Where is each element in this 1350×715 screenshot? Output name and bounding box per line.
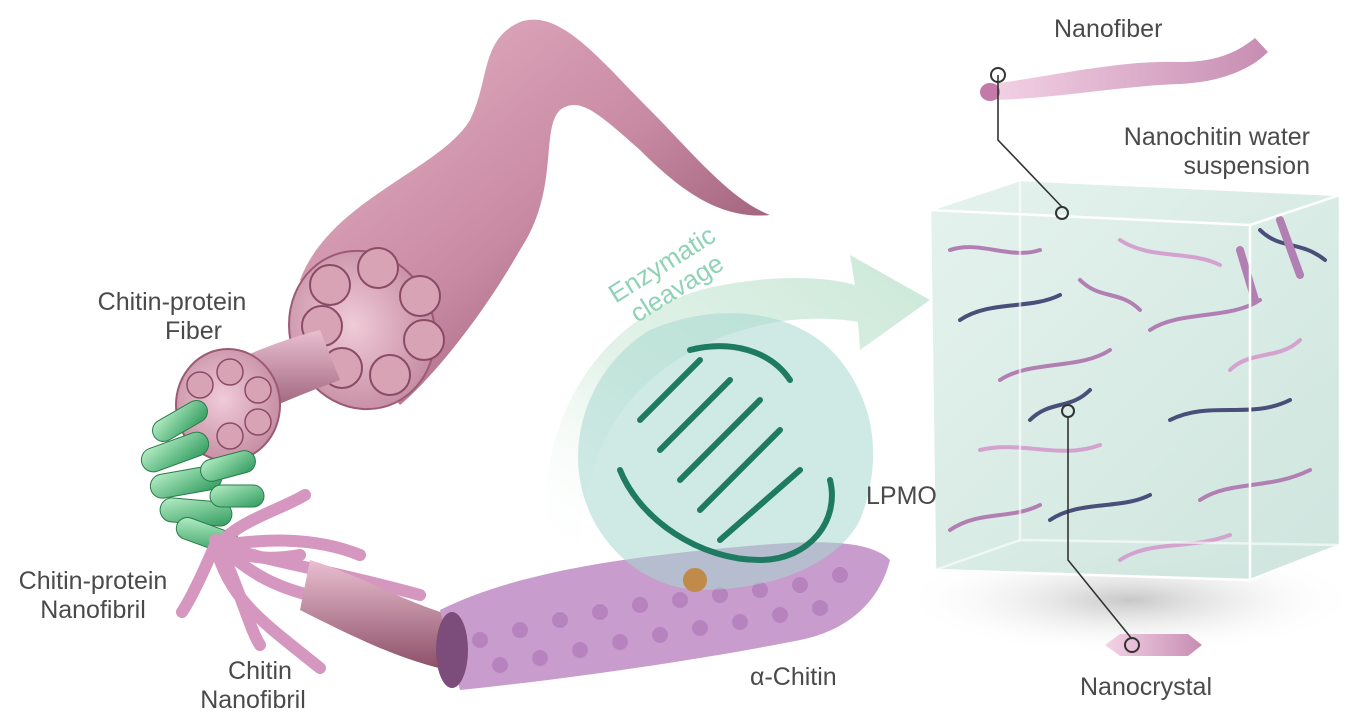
label-lpmo: LPMO — [866, 482, 937, 511]
chitin-protein-fiber — [175, 19, 770, 462]
label-chitin-protein-fiber: Chitin-protein Fiber — [82, 288, 262, 346]
leader-lines — [997, 75, 1133, 640]
label-chitin-nanofibril-line2: Nanofibril — [200, 686, 306, 714]
label-nanocrystal-text: Nanocrystal — [1080, 673, 1212, 701]
label-chitin-protein-nanofibril-line2: Nanofibril — [40, 596, 146, 624]
label-nanofiber-text: Nanofiber — [1054, 15, 1163, 43]
label-nanofiber: Nanofiber — [1054, 15, 1162, 44]
label-chitin-protein-fiber-line2: Fiber — [165, 317, 222, 345]
label-nanocrystal: Nanocrystal — [1080, 673, 1212, 702]
label-lpmo-text: LPMO — [866, 482, 937, 510]
enzymatic-cleavage-arrow — [545, 255, 930, 560]
label-chitin-protein-fiber-line1: Chitin-protein — [97, 288, 247, 316]
label-chitin-protein-nanofibril: Chitin-protein Nanofibril — [0, 567, 186, 625]
fiber-cross-section-bundles — [301, 247, 445, 396]
label-alpha-chitin: α-Chitin — [750, 663, 837, 692]
nanofiber-illustration — [980, 38, 1268, 101]
chitin-fibril-tube — [300, 560, 455, 672]
nanocrystal-illustration — [1105, 634, 1202, 656]
label-chitin-nanofibril-line1: Chitin — [228, 657, 292, 685]
nanochitin-suspension-cube — [900, 178, 1350, 655]
label-chitin-nanofibril: Chitin Nanofibril — [178, 657, 328, 715]
fibril-cross-section-bundles — [186, 358, 272, 450]
label-chitin-protein-nanofibril-line1: Chitin-protein — [18, 567, 168, 595]
chitin-nanofibril-strands — [176, 489, 426, 674]
lpmo-enzyme — [578, 313, 874, 592]
label-nanochitin-suspension-line2: suspension — [1183, 152, 1310, 180]
label-nanochitin-suspension-line1: Nanochitin water — [1123, 123, 1310, 151]
label-nanochitin-suspension: Nanochitin water suspension — [1100, 123, 1310, 181]
label-alpha-chitin-text: α-Chitin — [750, 663, 837, 691]
